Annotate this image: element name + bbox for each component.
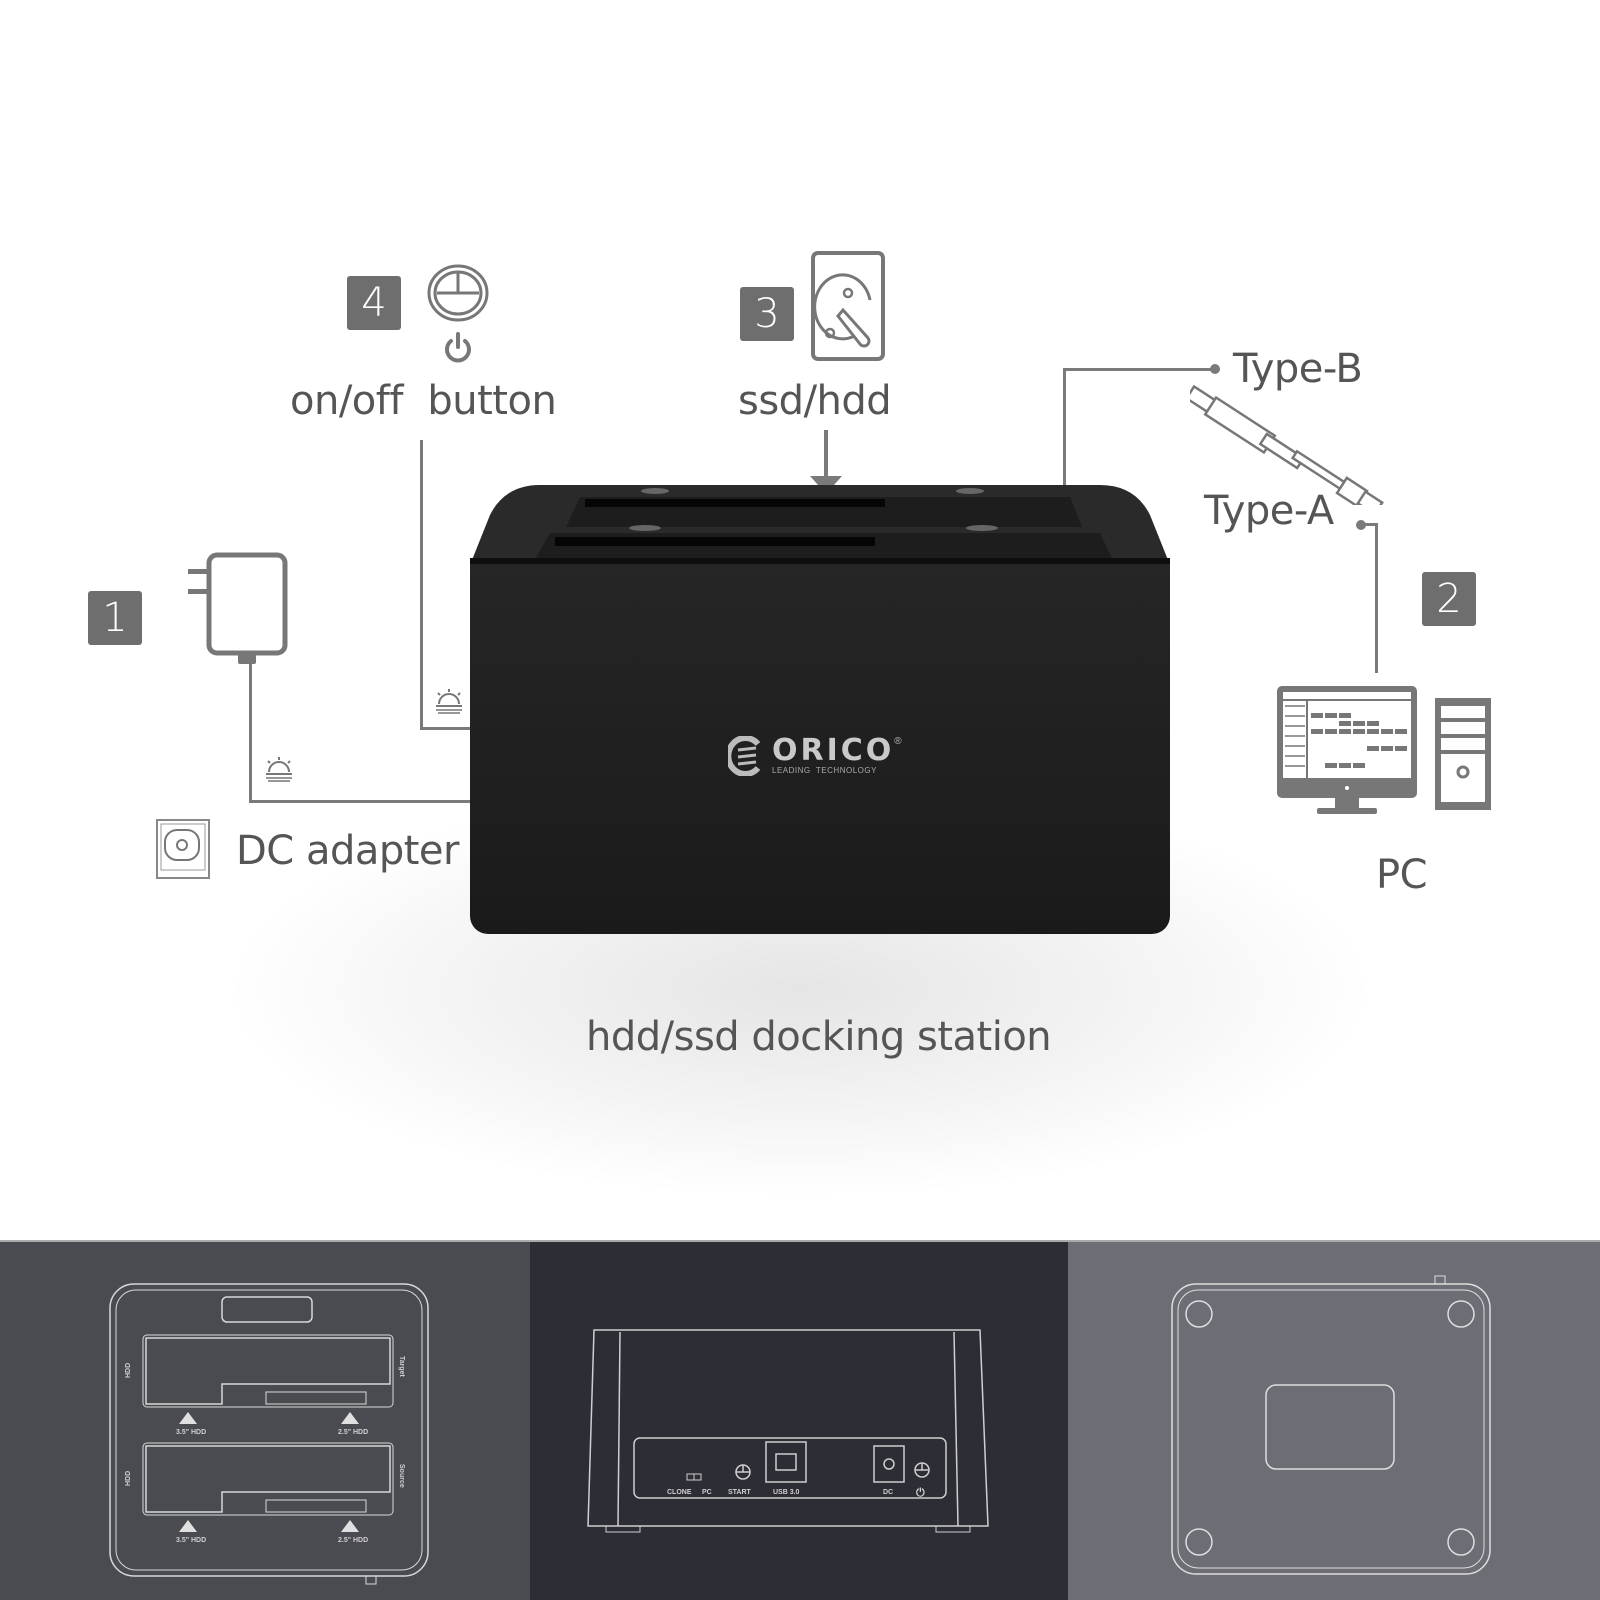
power-adapter-icon [188, 552, 294, 669]
power-symbol-icon [440, 330, 476, 371]
connector-line-type-b-v [1063, 368, 1066, 488]
step-label-dc-adapter: DC adapter [236, 828, 460, 874]
registered-mark: ® [894, 736, 902, 747]
connector-line-type-a-v [1375, 523, 1378, 673]
insert-arrow-shaft [824, 430, 828, 480]
back-label-dc: DC [883, 1489, 893, 1496]
eject-label: 2.5" HDD [338, 1429, 368, 1436]
brand-logo: ORICO ® LEADING TECHNOLOGY [728, 736, 902, 776]
slot-label-target: Target [398, 1356, 405, 1378]
step-label-pc: PC [1376, 852, 1428, 898]
docking-station: ORICO ® LEADING TECHNOLOGY [470, 558, 1170, 934]
diagram-title: hdd/ssd docking station [586, 1014, 1052, 1060]
slot-label-left: HDD [125, 1363, 132, 1378]
connector-line-dc-h [249, 800, 471, 803]
eject-label: 2.5" HDD [338, 1537, 368, 1544]
panel-divider [0, 1240, 1600, 1242]
connector-line-dc [249, 660, 252, 803]
slot-label-left: HDD [125, 1471, 132, 1486]
step-label-ssd-hdd: ssd/hdd [738, 378, 892, 424]
step-badge-4: 4 [347, 276, 401, 330]
back-view-panel: CLONE PC START USB 3.0 DC ⏻ [530, 1242, 1068, 1600]
step-badge-1: 1 [88, 591, 142, 645]
led-indicator-icon [264, 756, 294, 787]
step-badge-2: 2 [1422, 572, 1476, 626]
brand-tagline: LEADING TECHNOLOGY [772, 766, 877, 775]
connector-line-power-button [420, 440, 423, 730]
orico-logo-icon [728, 736, 761, 776]
brand-name: ORICO [772, 733, 895, 768]
led-indicator-icon [434, 688, 464, 719]
usb-cable-icon [1184, 384, 1390, 517]
bottom-view-panel [1068, 1242, 1600, 1600]
back-power-icon: ⏻ [916, 1486, 925, 1499]
connector-line-type-b-h [1063, 368, 1215, 371]
hard-disk-icon [810, 250, 886, 367]
back-label-usb: USB 3.0 [773, 1489, 800, 1496]
step-label-power-button: on/off button [290, 378, 557, 424]
top-view-panel: 3.5" HDD 2.5" HDD 3.5" HDD 2.5" HDD HDD … [0, 1242, 530, 1600]
power-button-icon [425, 260, 491, 331]
back-label-start: START [728, 1489, 752, 1496]
cable-label-type-b: Type-B [1233, 346, 1363, 392]
eject-label: 3.5" HDD [176, 1537, 206, 1544]
connector-dot-type-b [1210, 364, 1220, 374]
back-label-pc: PC [702, 1489, 712, 1496]
slot-label-source: Source [398, 1464, 405, 1488]
connector-line-type-a-h [1360, 523, 1378, 526]
desktop-computer-icon [1275, 684, 1495, 829]
connector-line-power-button-h [420, 727, 472, 730]
cable-label-type-a: Type-A [1204, 488, 1334, 534]
dock-top-edge [470, 558, 1170, 564]
dock-top-surface [470, 485, 1170, 572]
dc-jack-icon [155, 818, 211, 885]
eject-label: 3.5" HDD [176, 1429, 206, 1436]
back-label-clone: CLONE [667, 1489, 692, 1496]
step-badge-3: 3 [740, 287, 794, 341]
